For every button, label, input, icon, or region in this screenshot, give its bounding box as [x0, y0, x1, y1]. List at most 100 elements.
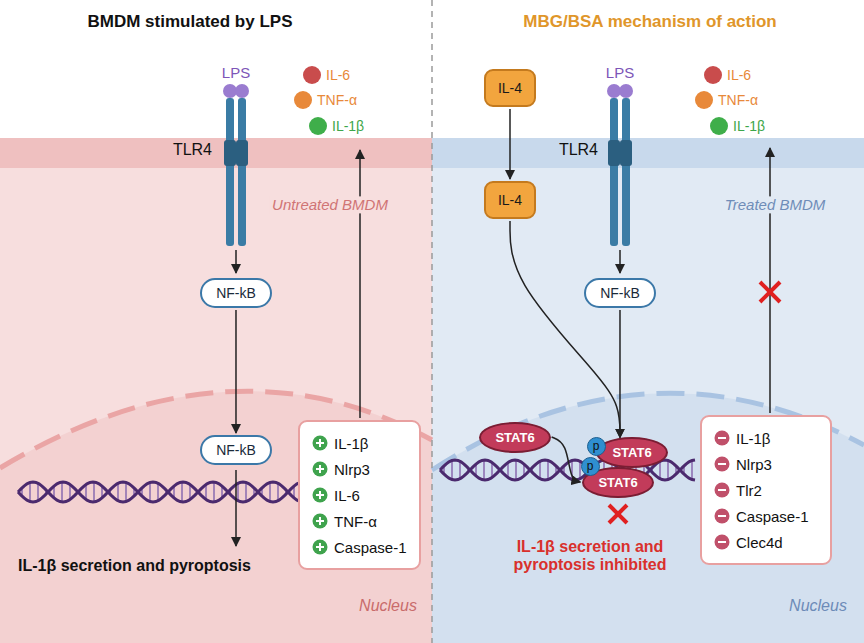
panel-title: BMDM stimulated by LPS: [88, 12, 293, 32]
node-text: IL-4: [498, 192, 522, 208]
nucleus-region: [0, 391, 432, 643]
signal-arrow: [235, 250, 237, 273]
icon-disc: [313, 488, 328, 503]
gene-name: Caspase-1: [334, 539, 407, 556]
cytokine-label: TNF-α: [317, 92, 357, 108]
gene-name: Nlrp3: [334, 461, 370, 478]
block-cross: [609, 505, 627, 523]
gene-name: IL-6: [334, 487, 360, 504]
phosphate-circle: p: [581, 457, 600, 476]
gene-row: Clec4d: [714, 529, 783, 555]
cross-stroke: [609, 505, 627, 523]
receptor-label: TLR4: [559, 141, 598, 159]
node-text: STAT6: [612, 445, 651, 460]
compartment-label: Nucleus: [789, 597, 847, 615]
receptor-chain: [226, 98, 234, 246]
dna-rung: [29, 482, 31, 501]
gene-row: Nlrp3: [714, 451, 772, 477]
gene-name: Caspase-1: [736, 508, 809, 525]
dna-rung: [269, 482, 271, 501]
dna-rung: [539, 461, 541, 478]
upregulated-icon: [312, 435, 328, 451]
dna-rung: [37, 483, 39, 500]
dna-rung: [245, 482, 247, 501]
receptor-chain: [622, 98, 630, 246]
downregulated-icon: [714, 534, 730, 550]
lps-molecule: [607, 84, 621, 98]
tlr4-receptor: [607, 84, 633, 246]
cytokine-dot: [704, 66, 722, 84]
icon-disc: [715, 483, 730, 498]
node-text: NF-kB: [600, 285, 640, 301]
signal-arrow: [235, 470, 237, 546]
ligand-label: LPS: [606, 64, 634, 81]
cytokine-label: IL-6: [326, 67, 350, 83]
upregulated-icon: [312, 461, 328, 477]
gene-row: IL-1β: [312, 430, 368, 456]
icon-disc: [715, 431, 730, 446]
dna-rung: [451, 460, 453, 479]
dna-strand: [18, 482, 300, 502]
cell-membrane: [0, 138, 432, 168]
cell-state-label: Untreated BMDM: [269, 196, 391, 213]
cell-state-label: Treated BMDM: [722, 196, 829, 213]
secretion-arrow: [769, 148, 771, 413]
transcription-factor: NF-kB: [200, 278, 272, 308]
transcription-factor: NF-kB: [200, 435, 272, 465]
cross-stroke: [760, 282, 780, 302]
icon-disc: [715, 457, 730, 472]
gene-row: IL-1β: [714, 425, 770, 451]
dna-rung: [515, 460, 517, 480]
icon-stroke: [718, 541, 726, 543]
icon-disc: [313, 540, 328, 555]
gene-name: Clec4d: [736, 534, 783, 551]
icon-disc: [313, 514, 328, 529]
icon-stroke: [718, 463, 726, 465]
transcription-factor: NF-kB: [584, 278, 656, 308]
upregulated-icon: [312, 539, 328, 555]
dna-rung: [483, 460, 485, 480]
panel-title: MBG/BSA mechanism of action: [523, 12, 776, 32]
gene-name: TNF-α: [334, 513, 377, 530]
cytoplasm: [432, 168, 864, 643]
icon-disc: [313, 436, 328, 451]
receptor-chain: [238, 98, 246, 246]
dna-rung: [93, 482, 95, 502]
gene-row: Caspase-1: [312, 534, 407, 560]
dna-rung: [547, 460, 549, 479]
icon-stroke: [718, 489, 726, 491]
lps-molecule: [619, 84, 633, 98]
dna-strand: [18, 482, 300, 502]
gene-row: Caspase-1: [714, 503, 809, 529]
downregulated-icon: [714, 456, 730, 472]
cytokine-label: IL-1β: [332, 118, 364, 134]
dna-rung: [667, 460, 669, 479]
node-text: STAT6: [495, 430, 534, 445]
receptor-domain: [608, 140, 620, 166]
block-cross: [760, 282, 780, 302]
dna-rung: [277, 483, 279, 500]
tlr4-receptor: [223, 84, 249, 246]
signal-connector: [619, 310, 621, 438]
cytokine-label: IL-6: [727, 67, 751, 83]
gene-row: Tlr2: [714, 477, 762, 503]
dna-rung: [659, 461, 661, 478]
icon-stroke: [718, 437, 726, 439]
receptor-chain: [610, 98, 618, 246]
node-text: STAT6: [598, 475, 637, 490]
dna-rung: [149, 482, 151, 501]
signal-arrow: [619, 250, 621, 273]
lps-molecule: [235, 84, 249, 98]
cytokine-box: IL-4: [484, 69, 536, 107]
cytokine-dot: [710, 117, 728, 135]
dna-rung: [237, 483, 239, 500]
gene-row: TNF-α: [312, 508, 377, 534]
secretion-arrow: [359, 150, 361, 418]
receptor-label: TLR4: [173, 141, 212, 159]
nucleus-region: [432, 393, 864, 643]
gene-list-box: IL-1βNlrp3Tlr2Caspase-1Clec4d: [700, 415, 832, 565]
gene-name: Nlrp3: [736, 456, 772, 473]
cytokine-dot: [695, 91, 713, 109]
lps-molecule: [223, 84, 237, 98]
